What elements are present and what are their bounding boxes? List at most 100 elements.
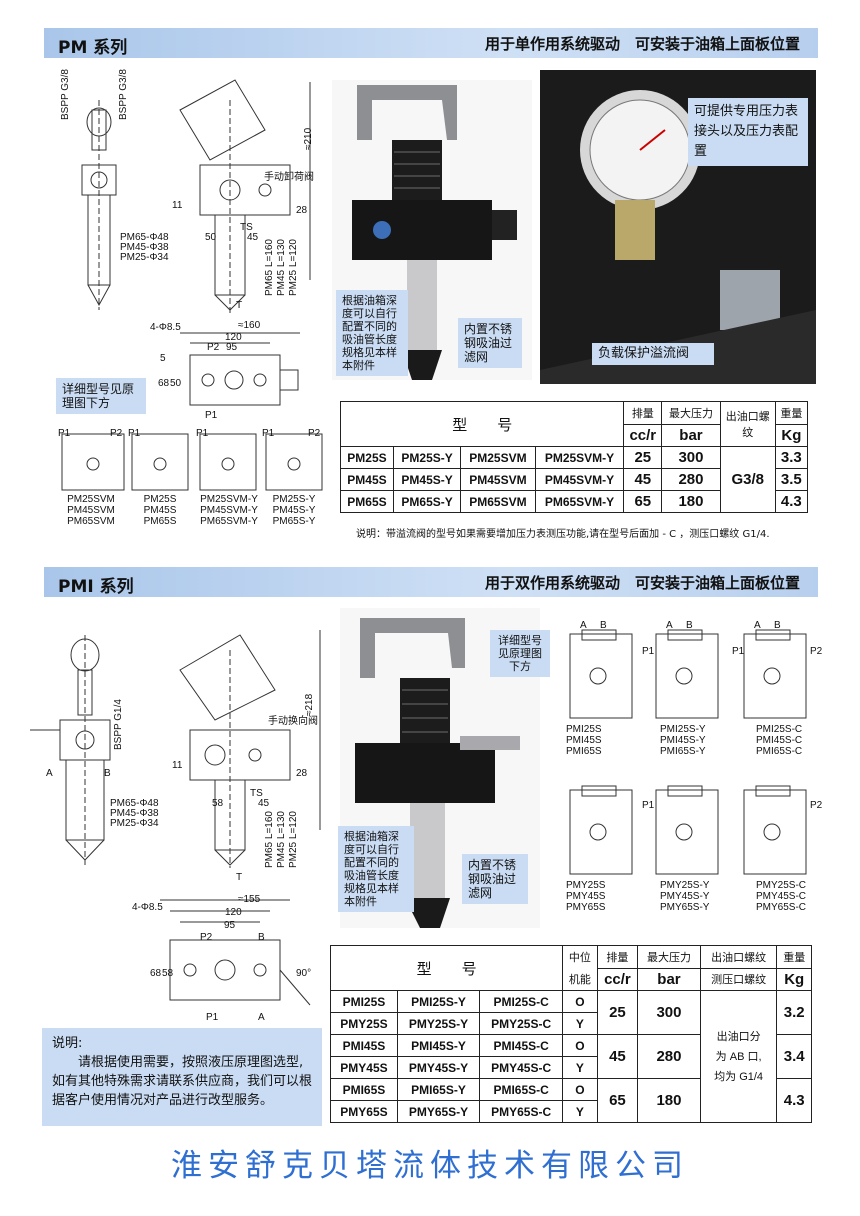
pmi-port-p2: P2 <box>200 932 213 943</box>
pmi-base-drawing <box>160 899 311 1006</box>
pmi-schem-port: P1 <box>642 646 655 657</box>
pm-series-title: PM 系列 <box>58 38 128 58</box>
pm-schem-port: P1 <box>262 428 275 439</box>
pmi-spec-table: 型 号 中位 排量 最大压力 出油口螺纹 重量 机能 cc/r bar 测压口螺… <box>329 945 812 1123</box>
pmi-dim-95: 95 <box>224 920 236 931</box>
pmi-dim-218: ≈218 <box>304 693 315 716</box>
pm-col-press-unit: bar <box>661 423 721 447</box>
pmi-note-body: 请根据使用需要，按照液压原理图选型,如有其他特殊需求请联系供应商，我们可以根据客… <box>52 1055 313 1108</box>
pmi-len-25: PM25 L=120 <box>288 811 299 868</box>
pm-relief-callout: 负载保护溢流阀 <box>592 343 714 365</box>
pm-dim-160: ≈160 <box>238 320 261 331</box>
pmi-schem-port: B <box>686 620 693 631</box>
pm-dim-50b: 50 <box>170 378 182 389</box>
pmi-note-box: 说明: 请根据使用需要，按照液压原理图选型,如有其他特殊需求请联系供应商，我们可… <box>42 1028 322 1126</box>
pm-col-weight: 重量 <box>774 401 809 425</box>
pmi-col-disp-unit: cc/r <box>596 967 639 991</box>
pmi-port-b2: B <box>258 932 265 943</box>
pm-dim-50: 50 <box>205 232 217 243</box>
pm-len-45: PM45 L=130 <box>276 239 287 296</box>
pmi-col-mid: 中位 <box>562 945 598 968</box>
pmi-series-title: PMI 系列 <box>58 577 134 597</box>
pm-dim-28: 28 <box>296 205 308 216</box>
pm-base-drawing <box>180 332 300 406</box>
pmi-schem-port: P2 <box>810 646 823 657</box>
pm-len-65: PM65 L=160 <box>264 239 275 296</box>
pmi-dim-58: 58 <box>212 798 224 809</box>
pmi-col-port: 出油口螺纹 <box>699 945 778 969</box>
pmi-depth-callout: 根据油箱深度可以自行配置不同的吸油管长度规格见本样本附件 <box>338 826 414 912</box>
pm-col-weight-unit: Kg <box>774 423 809 447</box>
pmi-col-disp: 排量 <box>596 945 639 969</box>
pm-side-drawing <box>81 79 311 315</box>
pmi-dim-155: ≈155 <box>238 894 261 905</box>
pmi-col-weight: 重量 <box>776 945 812 969</box>
pmi-detail-callout: 详细型号见原理图下方 <box>490 630 550 677</box>
pmi-schem-port: A <box>754 620 761 631</box>
pm-note: 说明：带溢流阀的型号如果需要增加压力表测压功能,请在型号后面加 - C ，测压口… <box>356 529 770 540</box>
pm-dim-120: 120 <box>225 332 242 343</box>
pm-dim-210: ≈210 <box>303 127 314 150</box>
pm-len-25: PM25 L=120 <box>288 239 299 296</box>
pm-port-p2: P2 <box>207 342 220 353</box>
pm-dia-45: PM45-Φ38 <box>120 242 169 253</box>
pm-schem-port: P2 <box>110 428 123 439</box>
pmi-series-subtitle: 用于双作用系统驱动 可安装于油箱上面板位置 <box>484 574 800 592</box>
pmi-bspp: BSPP G1/4 <box>113 699 124 750</box>
company-name: 淮安舒克贝塔流体技术有限公司 <box>171 1148 689 1184</box>
pmi-filter-callout: 内置不锈钢吸油过滤网 <box>462 854 528 904</box>
pm-holes: 4-Φ8.5 <box>150 322 181 333</box>
pm-schem-port: P1 <box>58 428 71 439</box>
pm-bspp-right: BSPP G3/8 <box>118 69 129 120</box>
pmi-dia-65: PM65-Φ48 <box>110 798 159 809</box>
pmi-port-note: 出油口分为 AB 口,均为 G1/4 <box>699 990 778 1123</box>
pm-relief-label: 手动卸荷阀 <box>264 172 314 183</box>
pm-schem-port: P2 <box>308 428 321 439</box>
pmi-port-a2: A <box>258 1012 265 1023</box>
pmi-note-title: 说明: <box>52 1036 83 1051</box>
pm-dim-11: 11 <box>172 200 183 211</box>
pm-bspp-left: BSPP G3/8 <box>60 69 71 120</box>
pmi-side-drawing <box>30 630 321 868</box>
pmi-port-a: A <box>46 768 53 779</box>
pm-filter-callout: 内置不锈钢吸油过滤网 <box>458 318 522 368</box>
pm-section-header: PM 系列 用于单作用系统驱动 可安装于油箱上面板位置 <box>44 28 818 58</box>
pmi-col-press-unit: bar <box>637 967 701 991</box>
pmi-schem-port: P1 <box>732 646 745 657</box>
pmi-dim-58b: 58 <box>162 968 174 979</box>
pmi-schem-port: B <box>600 620 607 631</box>
pm-depth-callout: 根据油箱深度可以自行配置不同的吸油管长度规格见本样本附件 <box>336 290 408 376</box>
pmi-schem-port: P1 <box>642 800 655 811</box>
pm-dia-65: PM65-Φ48 <box>120 232 169 243</box>
pm-port-p1: P1 <box>205 410 218 421</box>
pmi-angle: 90° <box>296 968 312 979</box>
pm-dim-5: 5 <box>160 353 166 364</box>
pm-series-subtitle: 用于单作用系统驱动 可安装于油箱上面板位置 <box>484 35 800 53</box>
pmi-col-model: 型 号 <box>329 945 564 991</box>
pmi-col-press: 最大压力 <box>637 945 701 969</box>
pmi-schem-port: A <box>666 620 673 631</box>
pm-schem-port: P1 <box>196 428 209 439</box>
pmi-dim-120: 120 <box>225 907 242 918</box>
pmi-dir-label: 手动换向阀 <box>268 716 318 727</box>
pm-col-disp-unit: cc/r <box>623 423 663 447</box>
pmi-dia-45: PM45-Φ38 <box>110 808 159 819</box>
pm-gauge-callout: 可提供专用压力表接头以及压力表配置 <box>688 98 808 166</box>
pmi-schem-port: P2 <box>810 800 823 811</box>
